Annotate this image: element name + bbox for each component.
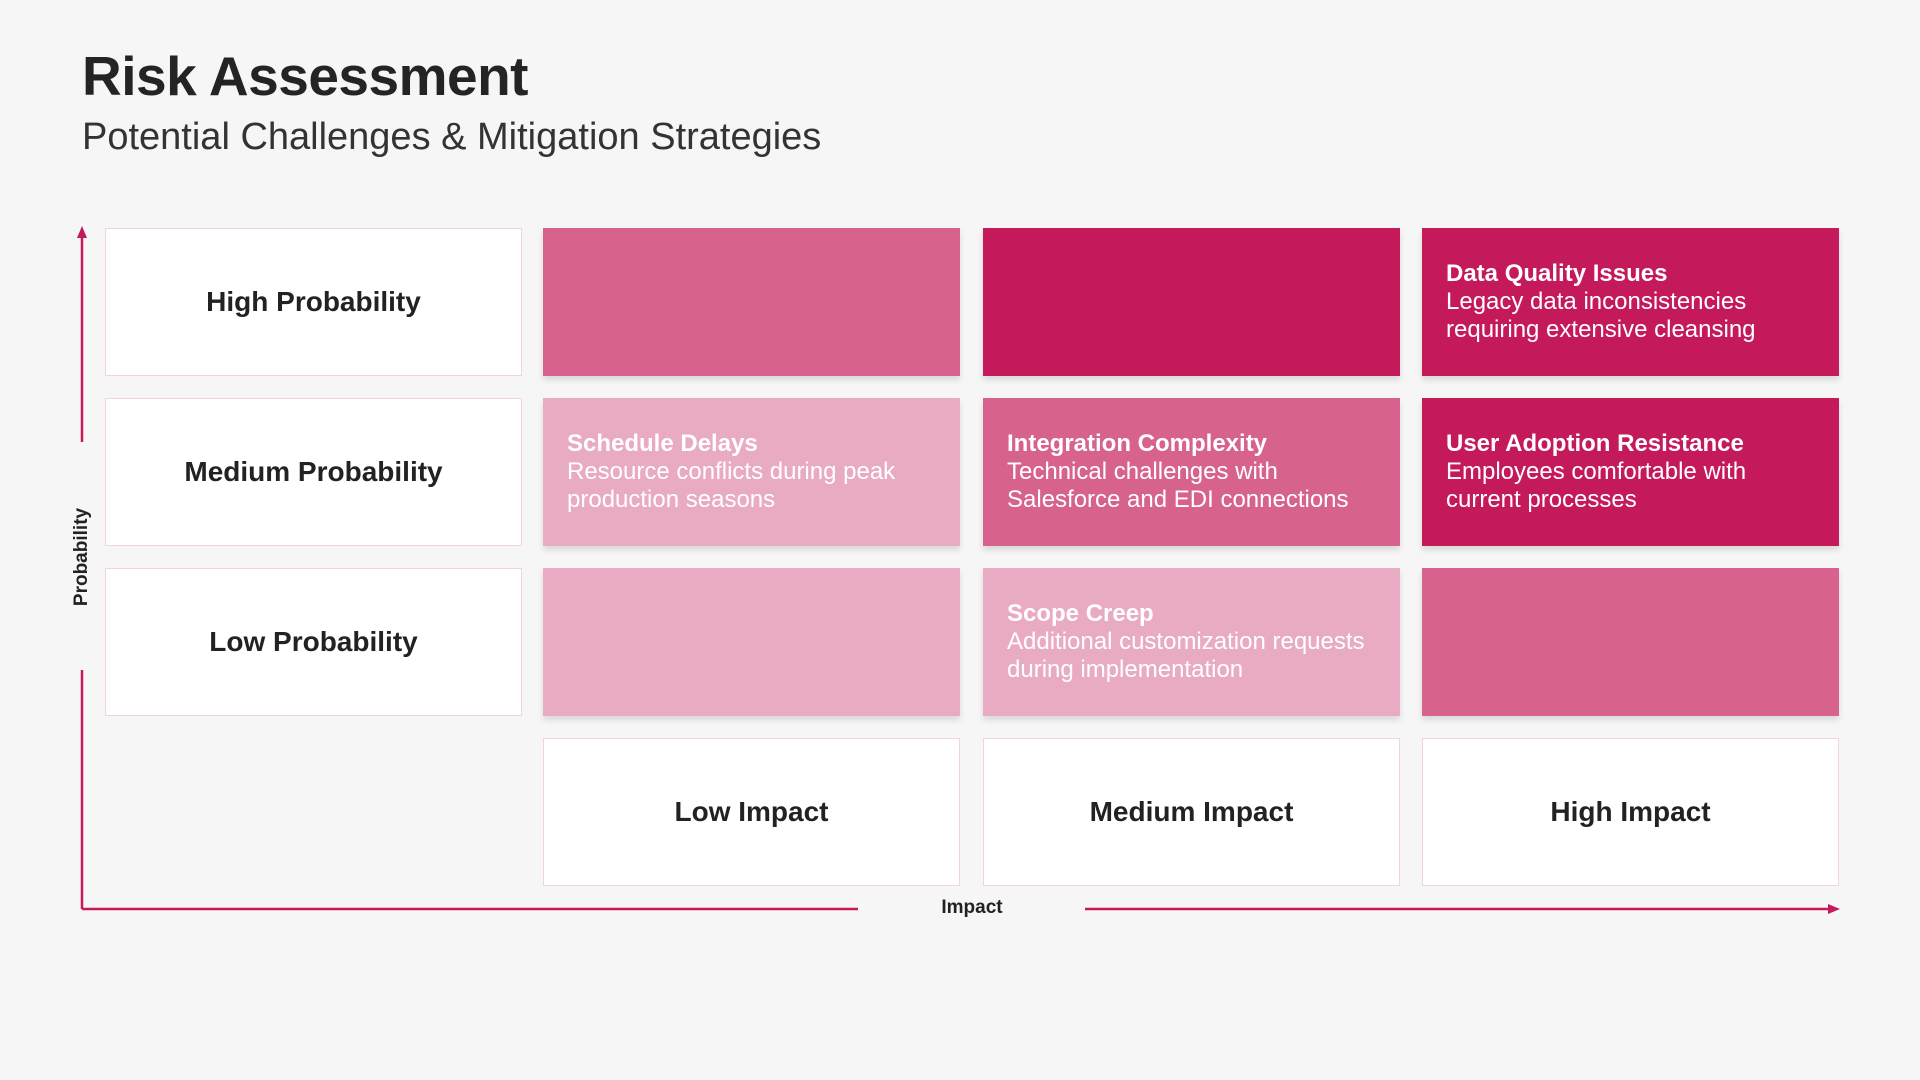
row-label-high-probability: High Probability xyxy=(105,228,522,376)
page-subtitle: Potential Challenges & Mitigation Strate… xyxy=(82,116,822,158)
row-label-low-probability: Low Probability xyxy=(105,568,522,716)
risk-title: Data Quality Issues xyxy=(1446,260,1668,287)
risk-cell-high-prob-low-impact xyxy=(543,228,960,376)
y-axis-label: Probability xyxy=(71,507,92,607)
y-axis-arrowhead xyxy=(77,226,87,238)
x-axis-arrowhead xyxy=(1828,904,1840,914)
row-label-medium-probability: Medium Probability xyxy=(105,398,522,546)
risk-description: Technical challenges with Salesforce and… xyxy=(1007,458,1349,513)
risk-cell-high-prob-medium-impact xyxy=(983,228,1400,376)
risk-cell-schedule-delays: Schedule Delays Resource conflicts durin… xyxy=(543,398,960,546)
risk-title: Integration Complexity xyxy=(1007,430,1268,457)
risk-cell-low-prob-high-impact xyxy=(1422,568,1839,716)
x-axis-label: Impact xyxy=(941,897,1003,918)
risk-description: Legacy data inconsistencies requiring ex… xyxy=(1446,288,1756,343)
risk-title: Scope Creep xyxy=(1007,600,1154,627)
page-title: Risk Assessment xyxy=(82,45,528,107)
risk-description: Resource conflicts during peak productio… xyxy=(567,458,896,513)
risk-title: Schedule Delays xyxy=(567,430,758,457)
risk-cell-scope-creep: Scope Creep Additional customization req… xyxy=(983,568,1400,716)
risk-description: Employees comfortable with current proce… xyxy=(1446,458,1747,513)
column-label-high-impact: High Impact xyxy=(1422,738,1839,886)
column-label-low-impact: Low Impact xyxy=(543,738,960,886)
risk-description: Additional customization requests during… xyxy=(1007,628,1365,683)
column-label-medium-impact: Medium Impact xyxy=(983,738,1400,886)
risk-cell-low-prob-low-impact xyxy=(543,568,960,716)
risk-cell-user-adoption-resistance: User Adoption Resistance Employees comfo… xyxy=(1422,398,1839,546)
risk-title: User Adoption Resistance xyxy=(1446,430,1744,457)
risk-cell-integration-complexity: Integration Complexity Technical challen… xyxy=(983,398,1400,546)
risk-cell-data-quality-issues: Data Quality Issues Legacy data inconsis… xyxy=(1422,228,1839,376)
